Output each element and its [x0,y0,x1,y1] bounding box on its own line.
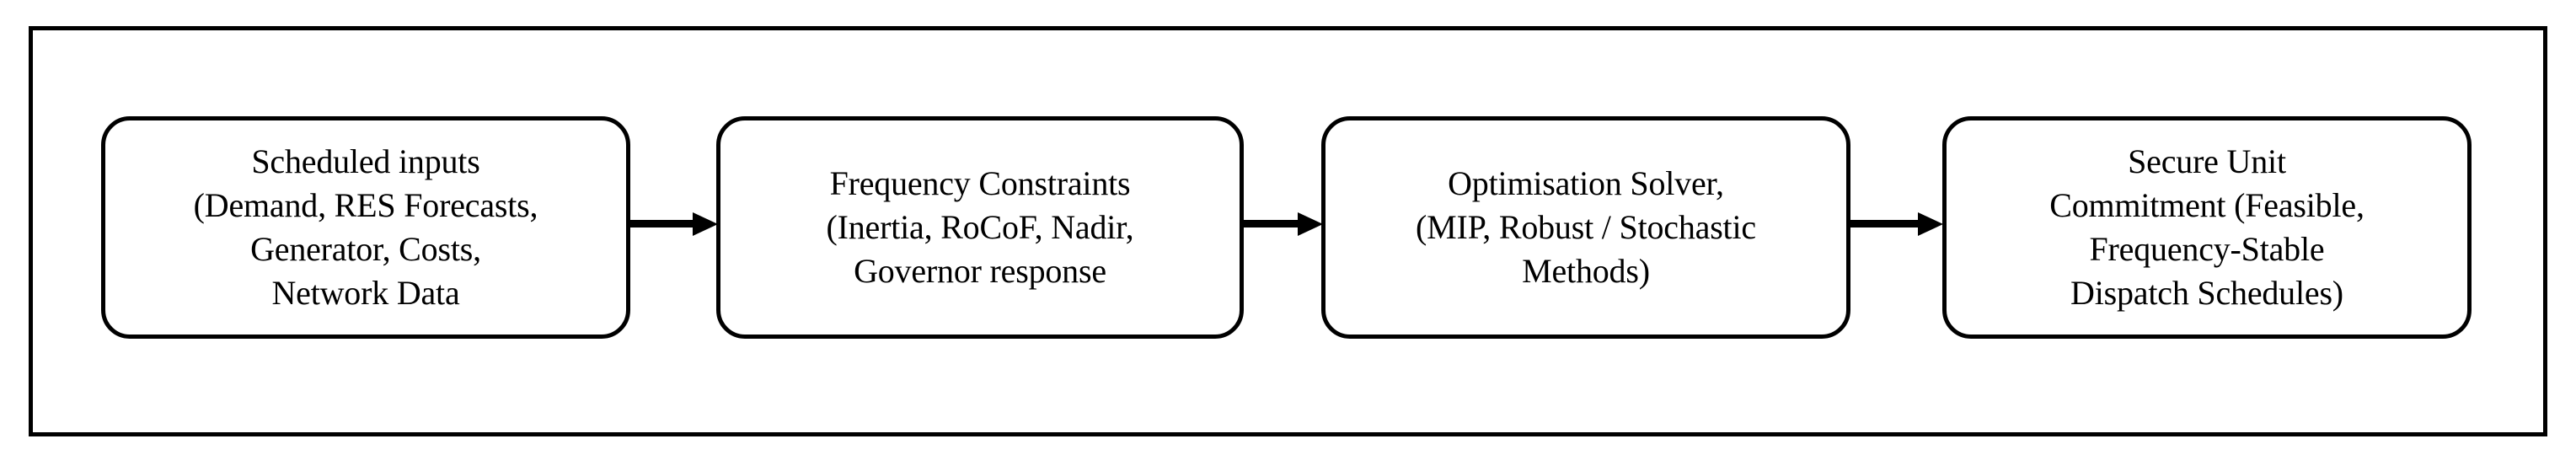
arrow-head-icon [693,212,718,236]
process-box-optimisation-solver[interactable]: Optimisation Solver, (MIP, Robust / Stoc… [1321,116,1850,339]
process-box-label: Frequency Constraints (Inertia, RoCoF, N… [826,164,1134,290]
process-box-label: Optimisation Solver, (MIP, Robust / Stoc… [1416,164,1756,290]
arrow-solver-to-commitment [1850,212,1943,236]
process-box-scheduled-inputs[interactable]: Scheduled inputs (Demand, RES Forecasts,… [101,116,630,339]
process-box-secure-unit-commitment[interactable]: Secure Unit Commitment (Feasible, Freque… [1942,116,2472,339]
arrow-head-icon [1918,212,1943,236]
process-box-frequency-constraints[interactable]: Frequency Constraints (Inertia, RoCoF, N… [716,116,1244,339]
arrow-shaft [1244,220,1298,227]
arrow-inputs-to-constraints [630,212,718,236]
arrow-shaft [1850,220,1918,227]
arrow-head-icon [1298,212,1323,236]
process-box-label: Secure Unit Commitment (Feasible, Freque… [2049,142,2364,312]
arrow-shaft [630,220,693,227]
arrow-constraints-to-solver [1244,212,1323,236]
process-box-label: Scheduled inputs (Demand, RES Forecasts,… [193,142,538,312]
